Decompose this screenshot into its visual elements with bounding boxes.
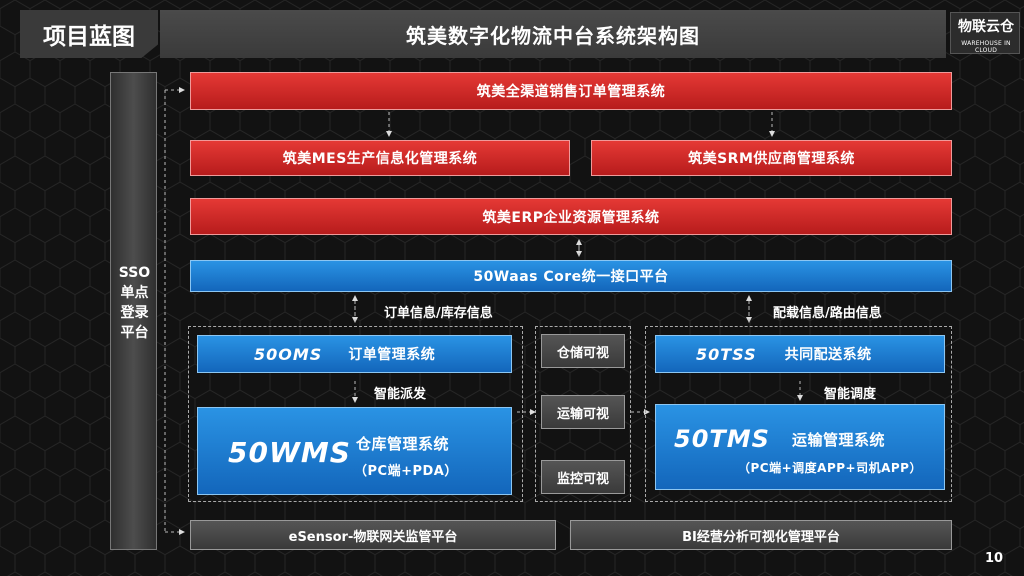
- flow-label-right: 配载信息/路由信息: [773, 306, 882, 321]
- oms-brand: 50OMS: [254, 344, 323, 364]
- wms-system: 50WMS 仓库管理系统 （PC端+PDA）: [197, 407, 512, 495]
- page-number: 10: [985, 551, 1004, 566]
- section-tag-label: 项目蓝图: [43, 24, 135, 50]
- core-interface-platform-label: 50Waas Core统一接口平台: [473, 269, 669, 285]
- esensor-platform: eSensor-物联网关监管平台: [190, 520, 556, 550]
- erp-system-label: 筑美ERP企业资源管理系统: [482, 209, 660, 226]
- tms-system: 50TMS 运输管理系统 （PC端+调度APP+司机APP）: [655, 404, 945, 490]
- tss-brand: 50TSS: [696, 344, 757, 364]
- sso-line-3: 登录: [120, 305, 149, 321]
- sales-order-system: 筑美全渠道销售订单管理系统: [190, 72, 952, 110]
- esensor-platform-label: eSensor-物联网关监管平台: [288, 529, 458, 545]
- tms-label: 运输管理系统: [792, 431, 886, 449]
- wms-sub-label: （PC端+PDA）: [354, 464, 458, 479]
- sales-order-system-label: 筑美全渠道销售订单管理系统: [476, 84, 666, 100]
- core-interface-platform: 50Waas Core统一接口平台: [190, 260, 952, 292]
- section-tag: 项目蓝图: [20, 10, 158, 58]
- tms-sub-label: （PC端+调度APP+司机APP）: [738, 461, 922, 475]
- sso-line-1: SSO: [118, 265, 151, 281]
- logo-subtitle: WAREHOUSE IN CLOUD: [961, 40, 1011, 54]
- schedule-label: 智能调度: [824, 387, 877, 402]
- sso-platform-bar: SSO 单点 登录 平台: [110, 72, 157, 550]
- srm-system-label: 筑美SRM供应商管理系统: [688, 151, 855, 167]
- transport-group: [645, 326, 952, 502]
- tms-brand: 50TMS: [674, 425, 770, 453]
- monitor-visual-label: 监控可视: [556, 471, 609, 487]
- transport-visual-label: 运输可视: [556, 406, 609, 422]
- bi-platform-label: BI经营分析可视化管理平台: [682, 529, 840, 545]
- monitor-visual-box: 监控可视: [541, 460, 625, 494]
- mes-system-label: 筑美MES生产信息化管理系统: [282, 151, 478, 167]
- oms-label: 订单管理系统: [348, 347, 436, 363]
- warehouse-visual-label: 仓储可视: [556, 345, 609, 361]
- sso-line-4: 平台: [120, 325, 149, 341]
- oms-system: 50OMS 订单管理系统: [197, 335, 512, 373]
- warehouse-visual-box: 仓储可视: [541, 334, 625, 368]
- wms-label: 仓库管理系统: [356, 435, 450, 453]
- visualization-group: [535, 326, 631, 502]
- mes-system: 筑美MES生产信息化管理系统: [190, 140, 570, 176]
- logo-name: 物联云仓: [958, 19, 1014, 35]
- transport-visual-box: 运输可视: [541, 395, 625, 429]
- flow-label-left: 订单信息/库存信息: [384, 306, 493, 321]
- warehouse-group: [188, 326, 523, 502]
- bi-platform: BI经营分析可视化管理平台: [570, 520, 952, 550]
- company-logo: 物联云仓 WAREHOUSE IN CLOUD: [950, 12, 1020, 54]
- srm-system: 筑美SRM供应商管理系统: [591, 140, 952, 176]
- title-bar: 筑美数字化物流中台系统架构图: [160, 10, 946, 58]
- wms-brand: 50WMS: [228, 436, 351, 469]
- dispatch-label: 智能派发: [374, 387, 427, 402]
- tss-system: 50TSS 共同配送系统: [655, 335, 945, 373]
- page-title: 筑美数字化物流中台系统架构图: [406, 23, 700, 48]
- sso-line-2: 单点: [120, 285, 149, 301]
- tss-label: 共同配送系统: [784, 347, 872, 363]
- erp-system: 筑美ERP企业资源管理系统: [190, 198, 952, 235]
